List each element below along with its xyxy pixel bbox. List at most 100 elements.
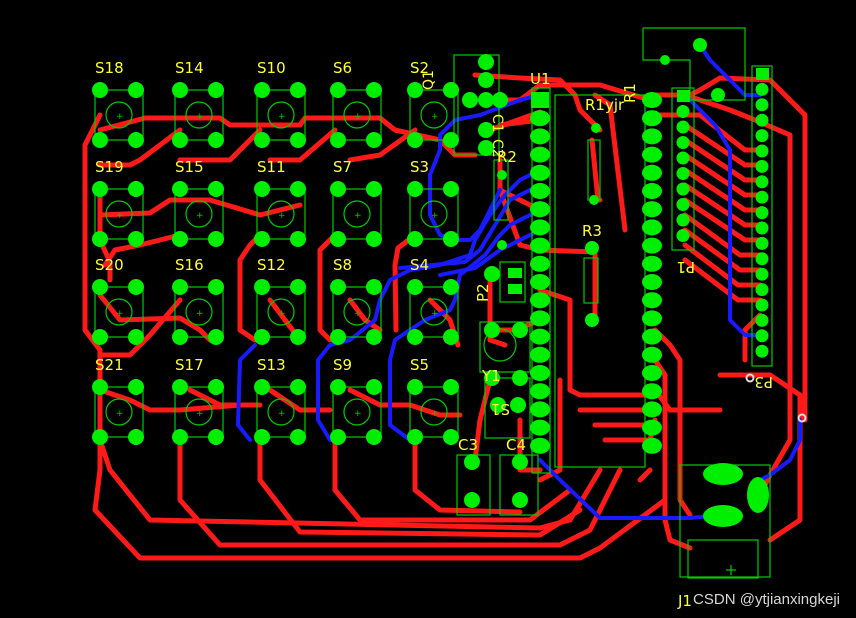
p1-pin: [676, 182, 690, 196]
switch-s13: +: [254, 379, 306, 445]
switch-label-s3: S3: [410, 158, 429, 176]
svg-text:+: +: [196, 211, 204, 221]
u1-pin: [530, 401, 550, 418]
top-layer-traces: [82, 72, 808, 561]
switch-s6: +: [330, 82, 382, 148]
switch-label-s12: S12: [257, 256, 286, 274]
switch-s5: +: [407, 379, 459, 445]
u1-pin: [530, 365, 550, 381]
switch-label-s10: S10: [257, 59, 286, 77]
u1-pin: [530, 164, 550, 181]
switch-s4: +: [407, 279, 459, 345]
switch-label-s13: S13: [257, 356, 286, 374]
p3-pin: [755, 206, 769, 220]
u1-pin: [642, 328, 662, 345]
p3-pin: [756, 68, 769, 80]
u1-pin: [530, 383, 550, 400]
svg-text:+: +: [431, 409, 439, 419]
switch-label-s16: S16: [175, 256, 204, 274]
svg-text:+: +: [278, 409, 286, 419]
label-r2: R2: [497, 148, 517, 166]
label-u1: U1: [530, 70, 551, 88]
p3-pin: [755, 190, 769, 204]
p3-pin: [755, 298, 769, 312]
p3-pin: [755, 82, 769, 96]
svg-text:+: +: [354, 211, 362, 221]
switch-s21: +: [92, 379, 144, 445]
p1-pin: [676, 229, 690, 242]
switch-label-s2: S2: [410, 59, 429, 77]
u1-pin: [530, 274, 550, 290]
p3-pin: [755, 175, 769, 189]
u1-pin: [642, 419, 662, 436]
p3-pin: [755, 221, 769, 235]
switch-label-s9: S9: [333, 356, 352, 374]
p3-pin: [755, 313, 769, 327]
svg-text:+: +: [354, 112, 362, 122]
u1-pin: [642, 255, 662, 272]
u1-pin: [530, 128, 550, 145]
p3-pin: [755, 129, 769, 143]
switch-s14: +: [172, 82, 224, 148]
label-c4: C4: [506, 436, 526, 454]
u1-pin: [642, 128, 662, 145]
p3-pin: [755, 159, 769, 173]
label-c1: C1: [489, 114, 505, 133]
switch-label-s7: S7: [333, 158, 352, 176]
svg-text:+: +: [278, 211, 286, 221]
u1-pin: [530, 419, 550, 436]
p1-pin: [677, 90, 690, 102]
u1-pin: [530, 110, 550, 127]
switch-s3: +: [407, 181, 459, 247]
u1-pin: [642, 237, 662, 254]
switch-s2: +: [407, 82, 459, 148]
polarity-mark: [726, 565, 736, 575]
switch-label-s20: S20: [95, 256, 124, 274]
p3-pin: [755, 329, 769, 343]
svg-text:+: +: [196, 112, 204, 122]
svg-text:+: +: [196, 309, 204, 319]
u1-pin: [642, 383, 662, 400]
switch-s18: +: [92, 82, 144, 148]
u1-pin: [530, 201, 550, 218]
u1-pin: [642, 274, 662, 290]
u1-pin: [530, 183, 550, 199]
u1-pin: [642, 346, 662, 363]
u1-pin: [531, 92, 549, 108]
switch-label-s15: S15: [175, 158, 204, 176]
p1-pin: [676, 151, 690, 165]
p3-pin: [755, 98, 769, 112]
u1-pin: [642, 110, 662, 127]
mcu-u1-pads-right: [642, 92, 662, 454]
label-r1: R1: [621, 83, 639, 103]
svg-text:+: +: [116, 309, 124, 319]
label-s1: S1: [491, 400, 510, 418]
label-p2: P2: [474, 283, 492, 302]
switch-s16: +: [172, 279, 224, 345]
header-p3-pads: [755, 68, 769, 358]
label-r1-value: R1yjr: [585, 96, 625, 114]
u1-pin: [530, 328, 550, 345]
p1-pin: [676, 167, 690, 180]
p1-pin: [676, 105, 690, 118]
label-r3: R3: [582, 222, 602, 240]
svg-text:+: +: [431, 309, 439, 319]
watermark: CSDN @ytjianxingkeji: [693, 591, 840, 608]
svg-text:+: +: [116, 112, 124, 122]
u1-pin: [530, 346, 550, 363]
p3-pin: [755, 236, 769, 250]
u1-pin: [530, 310, 550, 327]
switch-label-s18: S18: [95, 59, 124, 77]
label-p1: P1: [676, 258, 695, 276]
u1-pin: [642, 437, 662, 454]
u1-pin: [530, 146, 550, 163]
switch-s11: +: [254, 181, 306, 247]
switch-s17: +: [172, 379, 224, 445]
u1-pin: [642, 365, 662, 381]
u1-pin: [642, 401, 662, 418]
switch-label-s14: S14: [175, 59, 204, 77]
switch-label-s6: S6: [333, 59, 352, 77]
u1-pin: [642, 292, 662, 309]
